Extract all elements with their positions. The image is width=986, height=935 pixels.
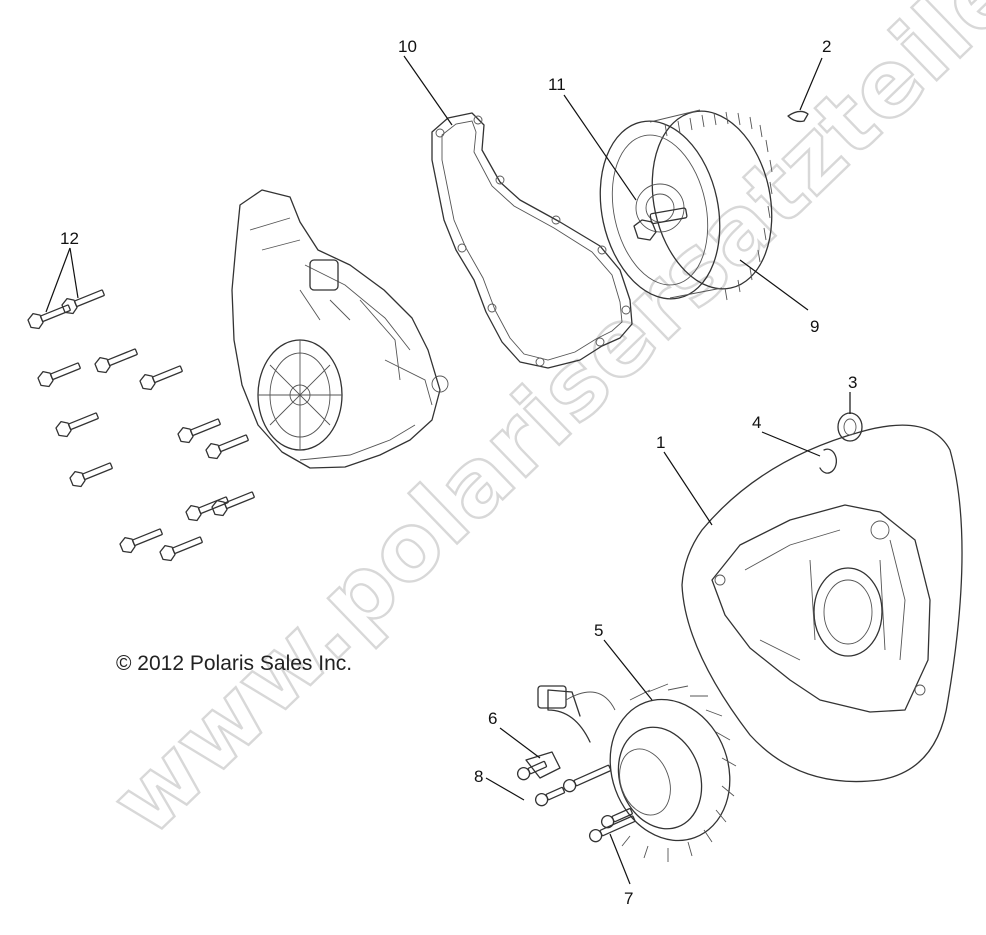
- housing-assembly-part: [681, 424, 963, 783]
- callout-11: 11: [548, 75, 566, 94]
- cover-gasket-part: [431, 112, 633, 369]
- screw: [534, 786, 566, 807]
- bearing-part: [837, 412, 863, 442]
- pickup-bracket-part: [525, 685, 616, 779]
- copyright-notice: © 2012 Polaris Sales Inc.: [116, 652, 352, 675]
- bolt: [37, 362, 81, 388]
- screw: [516, 760, 548, 781]
- woodruff-key-part: [787, 110, 809, 123]
- stator-part: [609, 683, 737, 862]
- watermark: www.polarisersatzteile.de: [91, 0, 986, 856]
- bolt: [205, 434, 249, 460]
- flywheel-bolt-part: [633, 207, 688, 241]
- snap-ring-part: [819, 448, 838, 474]
- callout-7: 7: [624, 889, 633, 908]
- leader-lines: [45, 55, 851, 885]
- callout-1: 1: [656, 433, 665, 452]
- callout-9: 9: [810, 317, 819, 336]
- bolt: [27, 304, 71, 330]
- callout-2: 2: [822, 37, 831, 56]
- stator-screws-group: [516, 760, 636, 843]
- callout-5: 5: [594, 621, 603, 640]
- callout-8: 8: [474, 767, 483, 786]
- bolt: [177, 418, 221, 444]
- bolt: [55, 412, 99, 438]
- bolt: [94, 348, 138, 374]
- callout-labels: 10 2 11 12 9 3 4 1 5 6 8 7: [60, 37, 857, 908]
- callout-12: 12: [60, 229, 79, 248]
- callout-10: 10: [398, 37, 417, 56]
- screw: [600, 808, 633, 829]
- engine-cover-part: [231, 189, 449, 469]
- bolt: [119, 528, 163, 554]
- bolt: [69, 462, 113, 488]
- cover-bolts-group: [27, 289, 255, 562]
- screw: [562, 764, 612, 793]
- bolt: [159, 536, 203, 562]
- callout-6: 6: [488, 709, 497, 728]
- bolt: [139, 365, 183, 391]
- flywheel-part: [599, 109, 773, 301]
- callout-4: 4: [752, 413, 761, 432]
- bolt: [211, 491, 255, 517]
- bolt: [61, 289, 105, 315]
- callout-3: 3: [848, 373, 857, 392]
- bolt: [185, 496, 229, 522]
- screw: [588, 815, 636, 843]
